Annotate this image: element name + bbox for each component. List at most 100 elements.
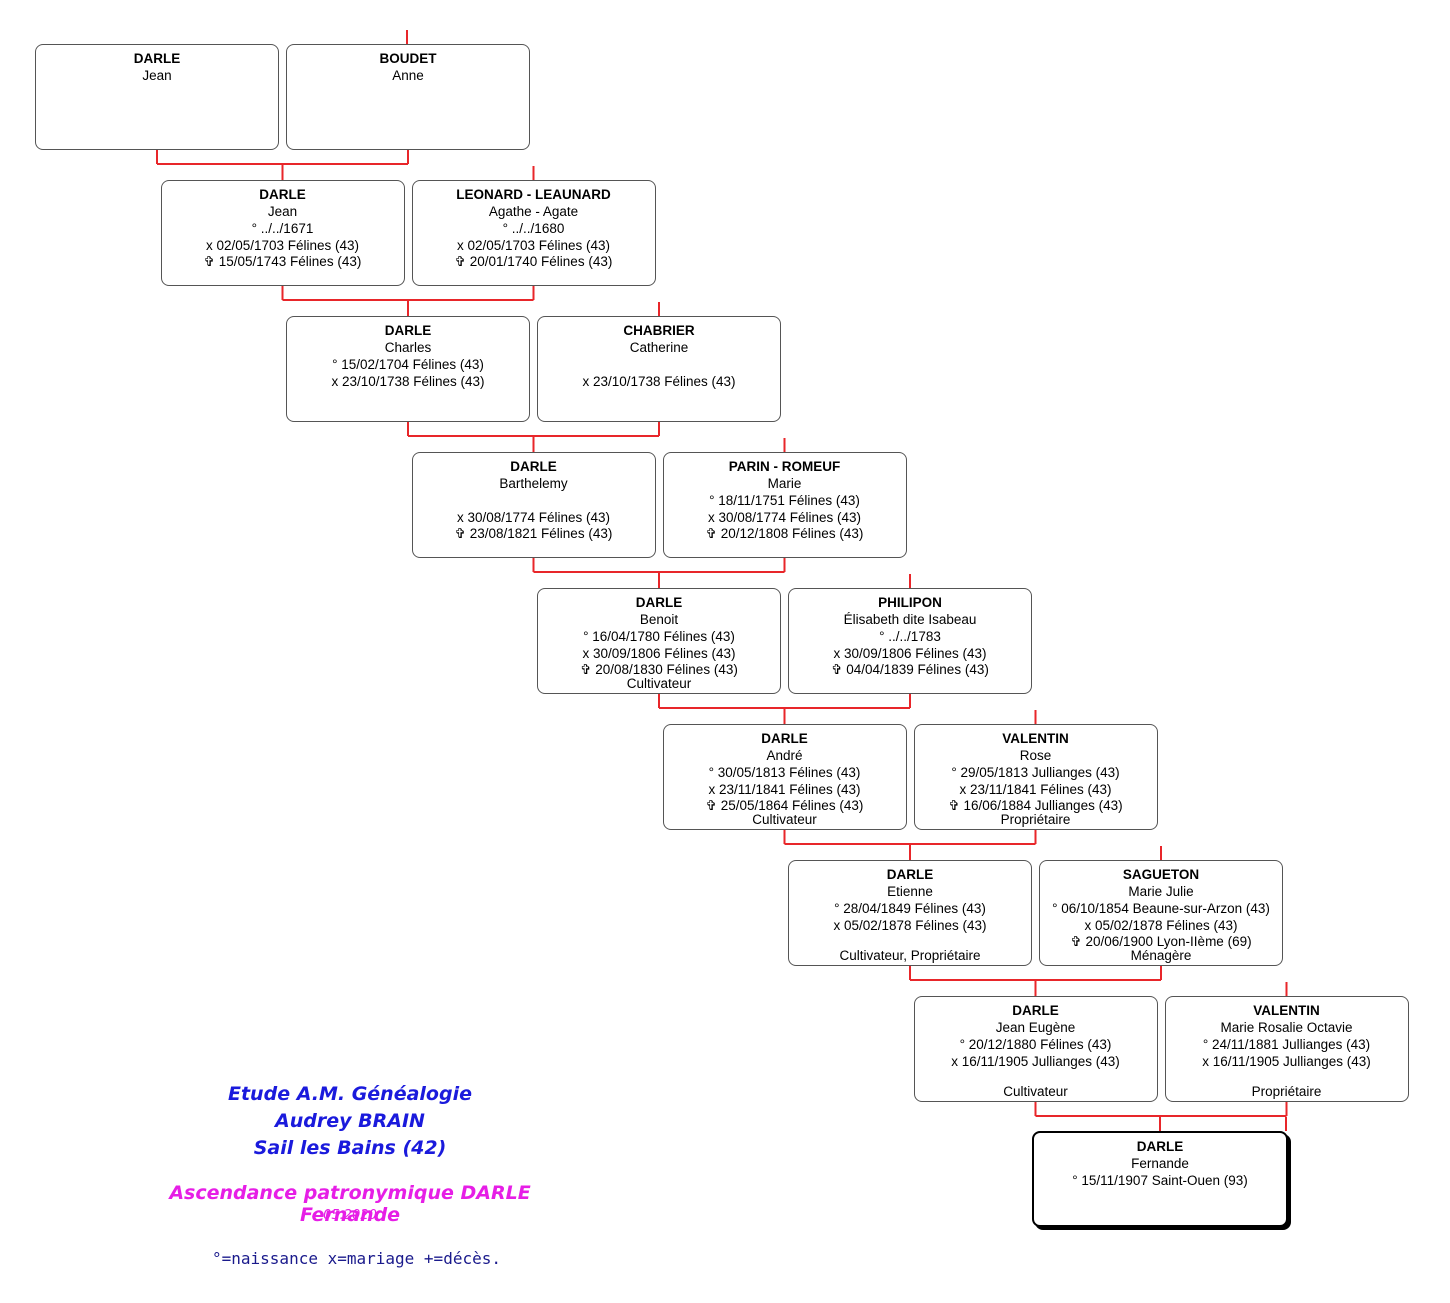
person-event: ° ../../1671 (251, 221, 314, 236)
person-event: ° ../../1783 (879, 629, 941, 644)
person-surname: DARLE (635, 595, 683, 610)
person-first-name: Jean Eugène (995, 1019, 1076, 1035)
person-event: x 30/09/1806 Félines (43) (582, 645, 736, 661)
person-first-name: Catherine (629, 339, 689, 355)
person-occupation: Cultivateur (626, 675, 692, 691)
person-surname: DARLE (384, 323, 432, 338)
person-surname: DARLE (1012, 1003, 1059, 1018)
person-event: x 30/08/1774 Félines (43) (456, 509, 611, 525)
person-first-name: Jean (142, 67, 172, 83)
person-event: x 05/02/1878 Félines (43) (1084, 917, 1238, 933)
person-surname: VALENTIN (1253, 1003, 1320, 1018)
person-event: x 23/11/1841 Félines (43) (959, 781, 1112, 797)
person-event: ° 06/10/1854 Beaune-sur-Arzon (43) (1052, 901, 1270, 916)
credit-company: Etude A.M. Généalogie (228, 1083, 472, 1105)
person-occupation: Cultivateur, Propriétaire (839, 947, 981, 963)
person-surname: DARLE (761, 731, 808, 746)
person-event: ° 24/11/1881 Jullianges (43) (1202, 1037, 1371, 1052)
chart-date: 05.2020 (323, 1208, 377, 1223)
person-occupation: Ménagère (1130, 947, 1192, 963)
person-event: x 02/05/1703 Félines (43) (205, 237, 360, 253)
person-first-name: Barthelemy (499, 475, 568, 491)
person-event: x 16/11/1905 Jullianges (43) (951, 1053, 1120, 1069)
person-surname: DARLE (1136, 1139, 1184, 1154)
person-first-name: Jean (267, 203, 298, 219)
person-surname: PHILIPON (878, 595, 942, 610)
person-event: x 30/08/1774 Félines (43) (707, 509, 862, 525)
person-event: x 30/09/1806 Félines (43) (833, 645, 987, 661)
person-event: ✞ 23/08/1821 Félines (43) (454, 526, 613, 541)
person-event: ✞ 20/12/1808 Félines (43) (705, 526, 864, 541)
person-occupation: Cultivateur (752, 811, 817, 827)
person-surname: CHABRIER (623, 323, 695, 338)
person-event: x 16/11/1905 Jullianges (43) (1202, 1053, 1371, 1069)
person-first-name: Élisabeth dite Isabeau (843, 611, 977, 627)
credit-location: Sail les Bains (42) (253, 1137, 447, 1159)
person-first-name: Rose (1019, 747, 1052, 763)
person-event: ✞ 25/05/1864 Félines (43) (705, 798, 864, 813)
person-event: ° 30/05/1813 Félines (43) (708, 765, 861, 780)
person-surname: DARLE (133, 51, 181, 66)
person-first-name: Marie Julie (1128, 883, 1194, 899)
person-first-name: André (766, 747, 803, 763)
person-event: x 23/11/1841 Félines (43) (708, 781, 861, 797)
person-event: ✞ 20/01/1740 Félines (43) (454, 254, 613, 269)
person-surname: PARIN - ROMEUF (728, 459, 841, 474)
person-event: ° 15/11/1907 Saint-Ouen (93) (1072, 1173, 1248, 1188)
person-event (538, 357, 780, 374)
person-first-name: Etienne (887, 883, 933, 899)
person-first-name: Benoit (639, 611, 679, 627)
person-event: ° 16/04/1780 Félines (43) (583, 629, 735, 644)
person-first-name: Agathe - Agate (488, 203, 579, 219)
person-occupation: Cultivateur (1003, 1083, 1068, 1099)
person-event: ° 20/12/1880 Félines (43) (959, 1037, 1112, 1052)
person-surname: DARLE (259, 187, 306, 202)
person-event (413, 493, 655, 510)
person-occupation: Propriétaire (1000, 811, 1071, 827)
person-surname: LEONARD - LEAUNARD (456, 187, 611, 202)
person-event: ° 28/04/1849 Félines (43) (834, 901, 986, 916)
person-first-name: Fernande (1131, 1155, 1189, 1171)
person-event: x 02/05/1703 Félines (43) (456, 237, 611, 253)
person-first-name: Charles (384, 339, 432, 355)
person-event: ✞ 16/06/1884 Jullianges (43) (948, 798, 1123, 813)
person-first-name: Anne (392, 67, 424, 83)
person-event: ✞ 20/06/1900 Lyon-IIème (69) (1070, 934, 1252, 949)
person-surname: DARLE (886, 867, 934, 882)
person-event: ✞ 20/08/1830 Félines (43) (580, 662, 738, 677)
person-event: x 23/10/1738 Félines (43) (582, 373, 736, 389)
person-surname: SAGUETON (1122, 867, 1200, 882)
person-surname: VALENTIN (1002, 731, 1069, 746)
person-event: ° ../../1680 (502, 221, 565, 236)
chart-title: Ascendance patronymique DARLE Fernande (169, 1182, 531, 1226)
person-event: ✞ 04/04/1839 Félines (43) (831, 662, 989, 677)
person-surname: DARLE (510, 459, 557, 474)
person-event: ° 15/02/1704 Félines (43) (332, 357, 484, 372)
credit-author: Audrey BRAIN (275, 1110, 425, 1132)
person-event: x 05/02/1878 Félines (43) (833, 917, 987, 933)
person-first-name: Marie (767, 475, 802, 491)
person-event: ✞ 15/05/1743 Félines (43) (203, 254, 362, 269)
person-event: ° 29/05/1813 Jullianges (43) (951, 765, 1120, 780)
person-event: ° 18/11/1751 Félines (43) (709, 493, 860, 508)
legend: °=naissance x=mariage +=décès. (212, 1249, 501, 1268)
person-surname: BOUDET (379, 51, 437, 66)
person-first-name: Marie Rosalie Octavie (1220, 1019, 1353, 1035)
